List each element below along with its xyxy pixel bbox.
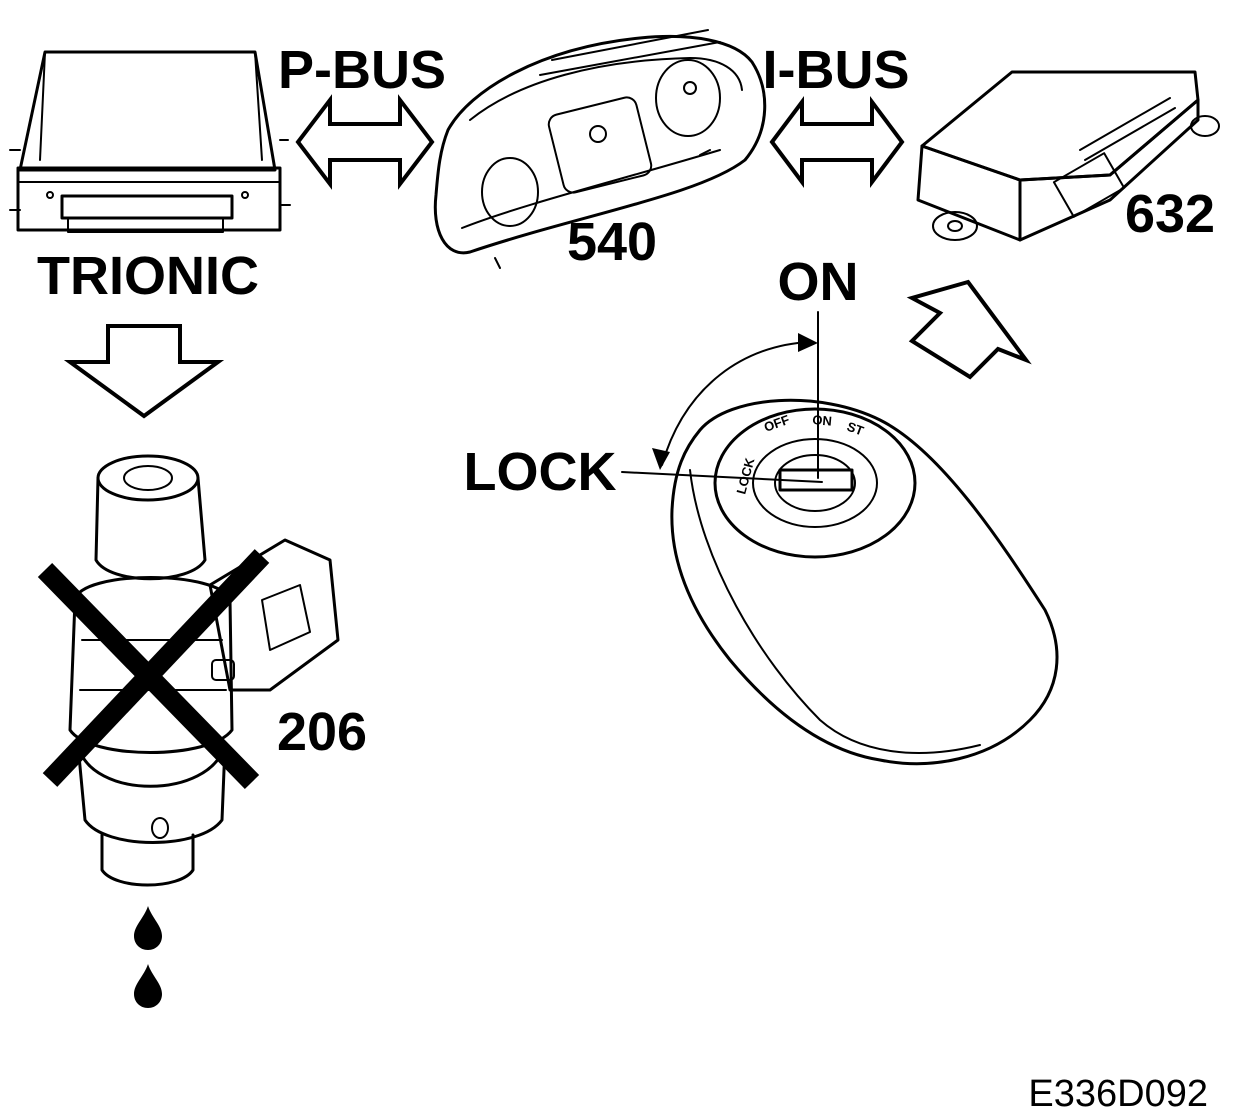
up-right-arrow [906,279,1032,380]
module-632-label: 632 [1125,184,1215,244]
on-label: ON [778,252,859,312]
instrument-cluster [433,29,767,269]
rotation-arrowhead-bottom [652,448,670,470]
rotation-arrowhead-top [798,333,818,352]
ignition-switch: LOCK OFF ON ST [670,398,1059,766]
figure-code: E336D092 [1028,1073,1208,1115]
down-arrow [63,324,225,419]
cluster-540-label: 540 [567,212,657,272]
do-not-use-cross-mark [37,549,270,789]
p-bus-label: P-BUS [278,40,446,100]
ignition-position-st: ST [845,419,866,439]
i-bus-label: I-BUS [763,40,910,100]
rotation-arc [661,341,811,466]
trionic-ecu [9,50,291,233]
i-bus-double-arrow [769,96,905,188]
lock-leader-line [621,471,823,483]
trionic-label: TRIONIC [37,246,259,306]
injector-206-label: 206 [277,702,367,762]
fuel-drop-icon [134,964,162,1008]
p-bus-double-arrow [295,94,435,190]
fuel-injector [68,454,340,887]
lock-label: LOCK [464,442,617,502]
fuel-drop-icon [134,906,162,950]
ignition-position-on: ON [812,412,833,429]
module-632 [916,70,1220,242]
ignition-position-off: OFF [762,412,792,435]
